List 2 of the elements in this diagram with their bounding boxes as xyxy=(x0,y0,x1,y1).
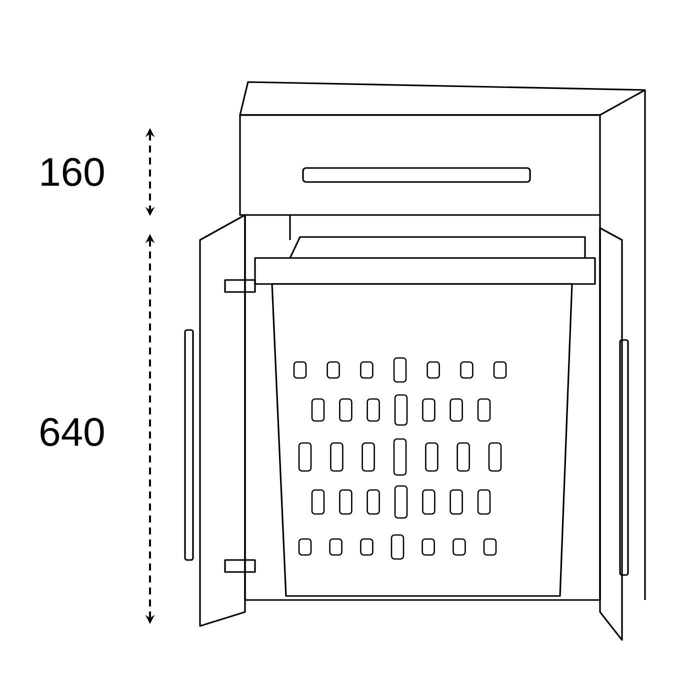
dimension-label: 160 xyxy=(42,158,104,186)
dimension-label: 640 xyxy=(40,418,104,446)
